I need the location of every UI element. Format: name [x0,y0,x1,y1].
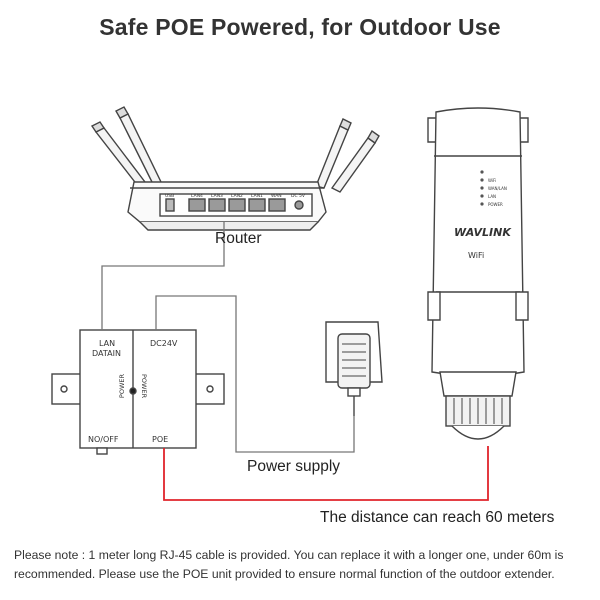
poe-lan-label: LAN [99,339,115,348]
extender-wifi-label: WiFi [468,251,484,260]
router-port-lan2-label: LAN2 [231,193,243,199]
router-illustration [90,106,380,231]
router-port-labels: USB LAN4 LAN3 LAN2 LAN1 WAN DC 5V [165,193,306,199]
footnote: Please note : 1 meter long RJ-45 cable i… [14,548,564,581]
distance-label: The distance can reach 60 meters [320,509,555,526]
extender-led-label-1: WiFi [488,178,496,183]
extender-led-label-2: WAN/LAN [488,186,507,191]
router-label: Router [215,230,262,247]
poe-to-extender-cable [163,446,489,501]
poe-dc24v-label: DC24V [150,339,178,348]
poe-unit-illustration [51,329,225,455]
router-port-lan4-label: LAN4 [191,193,203,199]
extender-brand-logo: WAVLINK [454,226,512,239]
power-supply-label: Power supply [247,458,341,475]
poe-unit-labels: LAN DATAIN DC24V NO/OFF POE POWER POWER [88,339,178,444]
router-port-lan1-label: LAN1 [251,193,263,199]
poe-to-power-supply-cable [155,295,355,453]
poe-port-label: POE [152,435,168,444]
page-title: Safe POE Powered, for Outdoor Use [99,14,501,40]
router-port-lan3-label: LAN3 [211,193,223,199]
poe-power-left-label: POWER [118,374,126,399]
extender-labels: WAVLINK WiFi WiFi WAN/LAN LAN POWER [454,178,512,260]
router-to-poe-cable [101,222,225,330]
poe-datain-label: DATAIN [92,349,121,358]
router-port-wan-label: WAN [271,193,282,199]
router-port-usb-label: USB [165,193,174,199]
extender-led-label-3: LAN [488,194,496,199]
extender-led-label-4: POWER [488,202,503,207]
cables [101,222,489,501]
poe-no-off-label: NO/OFF [88,435,119,444]
router-port-dc-label: DC 5V [291,193,306,199]
poe-power-right-label: POWER [140,374,148,399]
power-adapter-illustration [325,321,383,416]
outdoor-extender-illustration [427,107,529,440]
